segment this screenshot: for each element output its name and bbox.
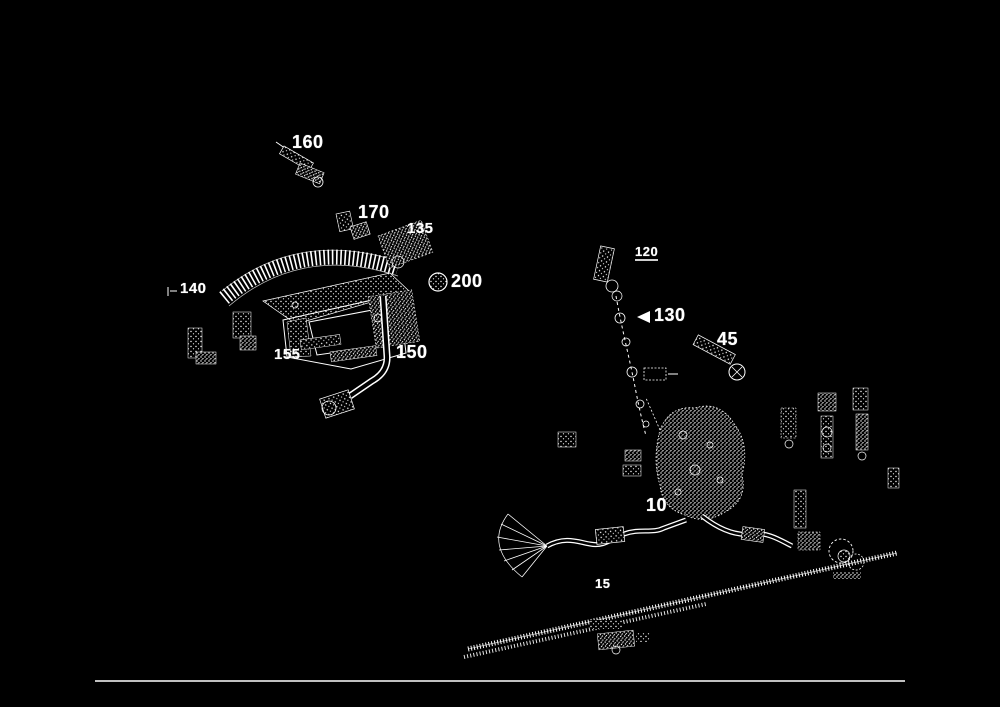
callout-170: 170 bbox=[358, 202, 390, 222]
bottom-fasteners bbox=[590, 620, 650, 655]
leader-140 bbox=[167, 287, 177, 296]
marker-circle-200 bbox=[428, 272, 448, 292]
callout-120: 120 bbox=[635, 244, 659, 261]
left-assembly bbox=[167, 141, 448, 419]
callout-150: 150 bbox=[396, 342, 428, 362]
callout-155: 155 bbox=[274, 346, 301, 363]
mounting-bracket bbox=[262, 272, 421, 370]
mid-bracket bbox=[643, 367, 678, 381]
left-small-parts bbox=[187, 311, 257, 365]
callout-200: 200 bbox=[451, 271, 483, 291]
siren-unit-10 bbox=[645, 397, 746, 520]
callout-45: 45 bbox=[717, 329, 739, 349]
ribbed-arm bbox=[219, 249, 401, 307]
right-assembly bbox=[463, 245, 900, 659]
bracket-fasteners-155 bbox=[299, 334, 378, 363]
cable-harness bbox=[496, 513, 794, 578]
washer-chain-130 bbox=[614, 295, 650, 437]
clip-170 bbox=[335, 210, 371, 240]
screw-45 bbox=[692, 334, 746, 381]
callout-140: 140 bbox=[180, 280, 207, 297]
bolt-120 bbox=[593, 245, 623, 302]
callout-10: 10 bbox=[646, 495, 668, 515]
fastener-columns bbox=[557, 387, 900, 551]
callout-15: 15 bbox=[595, 576, 611, 591]
callout-130: 130 bbox=[654, 305, 686, 325]
grommet-cluster bbox=[828, 538, 865, 579]
screw-160 bbox=[275, 141, 325, 188]
antenna-rods bbox=[463, 550, 898, 659]
spring-135 bbox=[377, 219, 434, 269]
callout-160: 160 bbox=[292, 132, 324, 152]
callout-135: 135 bbox=[407, 220, 434, 237]
tube-150 bbox=[319, 295, 391, 419]
